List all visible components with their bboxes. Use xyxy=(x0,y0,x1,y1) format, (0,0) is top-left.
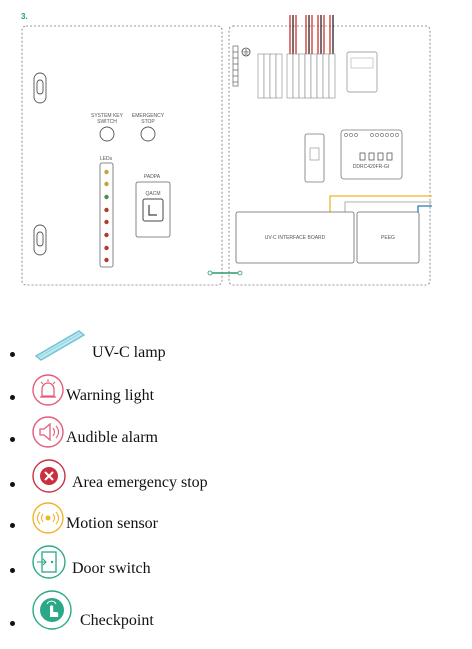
uvc-interface-board xyxy=(235,211,355,264)
relay-label: DDRC420FR-GI xyxy=(353,164,389,170)
padpa-label: PADPA xyxy=(144,174,161,180)
motion-sensor-icon xyxy=(32,502,64,534)
legend-label: Door switch xyxy=(72,560,151,577)
legend-item-warning-light: Warning light xyxy=(0,374,300,415)
step-number: 3. xyxy=(21,12,28,21)
door-switch-icon xyxy=(32,545,66,579)
padpa-box xyxy=(135,181,171,238)
hinge-bottom xyxy=(33,224,47,256)
wire-bundle xyxy=(289,15,334,54)
system-key-switch xyxy=(99,126,115,142)
warning-light-icon xyxy=(32,374,64,406)
audible-alarm-icon xyxy=(32,416,64,448)
peeg-board xyxy=(356,211,420,264)
checkpoint-icon xyxy=(32,590,72,630)
hinge-top xyxy=(33,72,47,104)
legend-label: Checkpoint xyxy=(80,612,154,629)
legend-label: UV-C lamp xyxy=(92,344,166,361)
left-panel xyxy=(21,25,223,286)
interface-board-label: UV-C INTERFACE BOARD xyxy=(265,235,326,241)
legend-item-uvc-lamp: UV-C lamp xyxy=(0,330,300,372)
led-strip xyxy=(99,162,114,268)
legend-label: Audible alarm xyxy=(66,429,158,446)
led-dots xyxy=(104,169,109,263)
legend-item-emergency-stop: Area emergency stop xyxy=(0,459,300,500)
blue-wire xyxy=(417,205,432,212)
uvc-lamp-icon xyxy=(34,330,86,361)
legend-item-audible-alarm: Audible alarm xyxy=(0,416,300,457)
yellow-wire xyxy=(329,195,432,212)
legend-item-checkpoint: Checkpoint xyxy=(0,590,300,632)
emergency-stop-icon xyxy=(32,459,66,493)
terminal-rail xyxy=(257,53,336,99)
leds-label: LEDs xyxy=(100,156,113,162)
legend-label: Area emergency stop xyxy=(72,474,208,491)
legend-label: Motion sensor xyxy=(66,515,158,532)
legend-item-motion-sensor: Motion sensor xyxy=(0,502,300,545)
power-supply xyxy=(346,51,378,93)
qacm-label: QACM xyxy=(146,191,161,197)
legend-item-door-switch: Door switch xyxy=(0,545,300,586)
relay-module xyxy=(340,129,403,180)
peeg-label: PEEG xyxy=(381,235,395,241)
fuse-module xyxy=(304,133,325,183)
ground-symbol xyxy=(241,47,251,57)
emergency-stop-button xyxy=(140,126,156,142)
legend-label: Warning light xyxy=(66,387,155,404)
